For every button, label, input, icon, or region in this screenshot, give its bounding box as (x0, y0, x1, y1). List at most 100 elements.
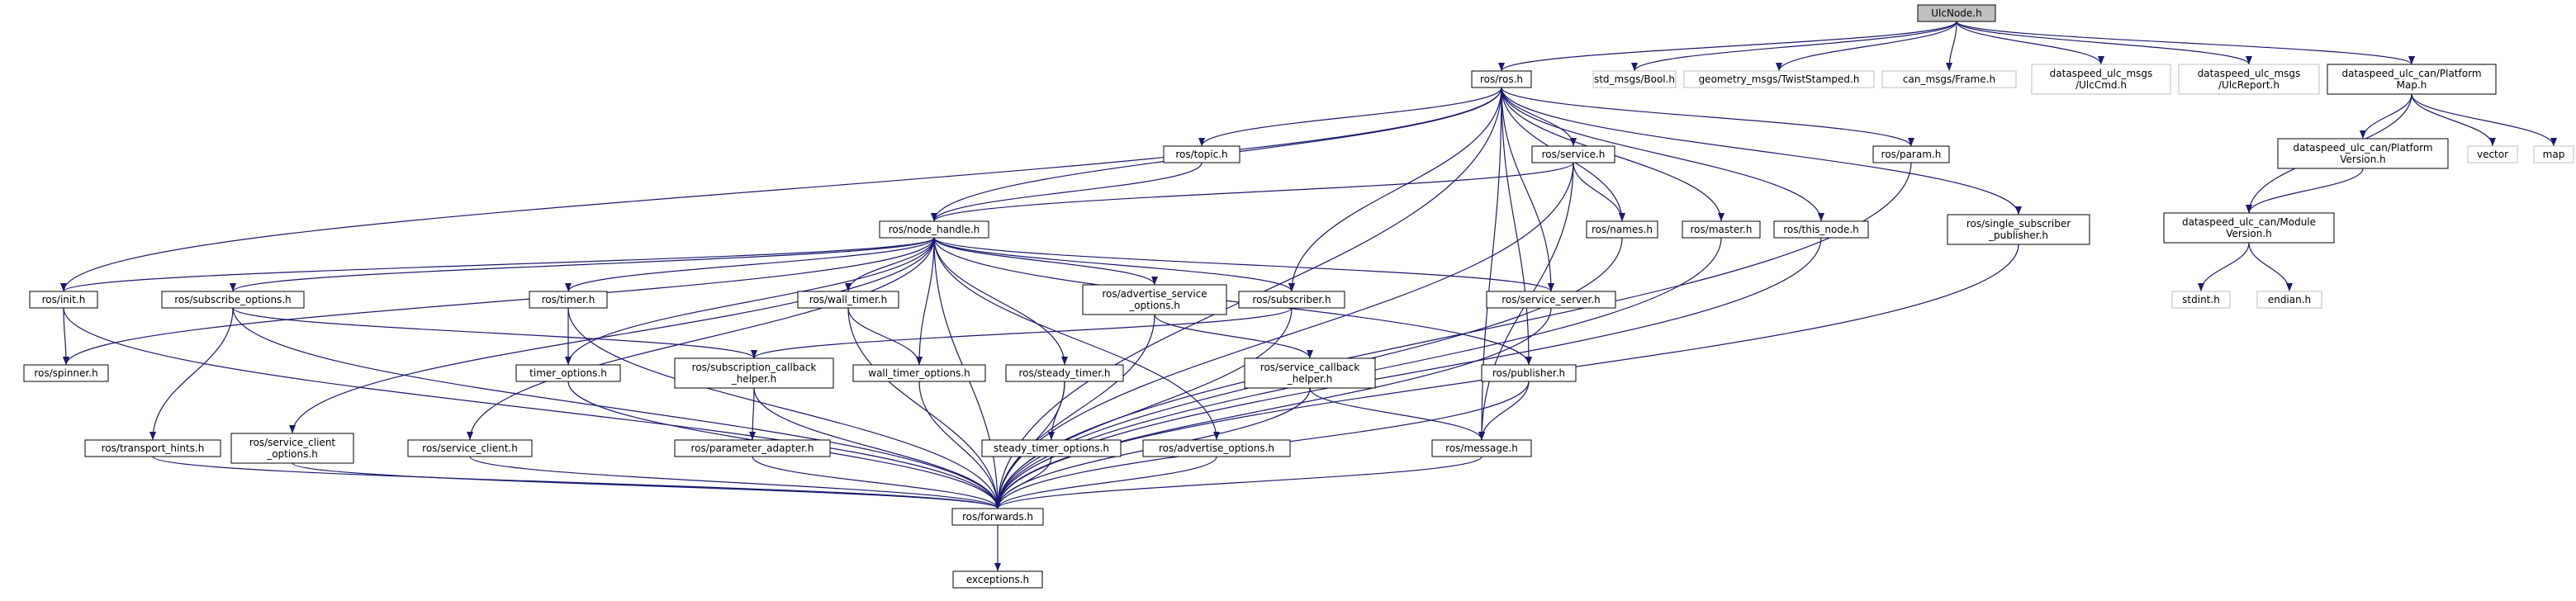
node-srvclient-box (407, 439, 533, 457)
edge-init-to-spinner (62, 307, 69, 366)
edge-nodehandle-to-srvclientopts (289, 237, 935, 434)
edge-thisnode-to-forwards (994, 237, 1822, 509)
node-twist-label-line-0: geometry_msgs/TwistStamped.h (1699, 73, 1860, 85)
node-timeropts[interactable]: timer_options.h (515, 364, 621, 382)
node-ros-box (1471, 70, 1532, 88)
node-walltimer[interactable]: ros/wall_timer.h (797, 291, 899, 309)
node-twist: geometry_msgs/TwistStamped.h (1683, 70, 1875, 88)
edge-subopts-to-subcbhelper (232, 307, 757, 359)
node-paramadapter[interactable]: ros/parameter_adapter.h (674, 439, 831, 457)
node-stdint: stdint.h (2171, 291, 2231, 309)
node-walltimeropts-label-line-0: wall_timer_options.h (868, 367, 970, 379)
node-ros[interactable]: ros/ros.h (1471, 70, 1532, 88)
node-stdint-box (2171, 291, 2231, 309)
node-master-box (1682, 220, 1761, 239)
node-nodehandle[interactable]: ros/node_handle.h (879, 220, 989, 239)
node-timer[interactable]: ros/timer.h (529, 291, 608, 309)
edge-topic-to-nodehandle (931, 162, 1203, 222)
node-publisher[interactable]: ros/publisher.h (1481, 364, 1577, 382)
node-thisnode[interactable]: ros/this_node.h (1773, 220, 1869, 239)
node-steadytimer[interactable]: ros/steady_timer.h (1005, 364, 1124, 382)
node-transport[interactable]: ros/transport_hints.h (84, 439, 221, 457)
node-srvserver-box (1486, 291, 1616, 309)
node-forwards[interactable]: ros/forwards.h (951, 508, 1044, 526)
node-spinner[interactable]: ros/spinner.h (23, 364, 109, 382)
node-transport-box (84, 439, 221, 457)
node-advsrvopts-box (1082, 284, 1227, 315)
node-ulccmd: dataspeed_ulc_msgs/UlcCmd.h (2031, 64, 2171, 95)
edge-subcbhelper-to-paramadapter (749, 387, 757, 441)
node-srvserver-label-line-0: ros/service_server.h (1501, 294, 1601, 305)
node-vector-label-line-0: vector (2477, 149, 2508, 160)
node-srvclientopts-box (230, 433, 354, 464)
node-platver-label-line-0: dataspeed_ulc_can/Platform (2293, 142, 2432, 154)
edge-nodehandle-to-steadytimer (933, 237, 1068, 366)
node-singlesub[interactable]: ros/single_subscriber_publisher.h (1947, 214, 2090, 245)
node-walltimeropts[interactable]: wall_timer_options.h (852, 364, 986, 382)
node-steadytimeropts-box (981, 439, 1122, 457)
node-srvcbhelper-label-line-0: ros/service_callback (1260, 362, 1359, 373)
node-param-label-line-0: ros/param.h (1881, 149, 1942, 160)
node-steadytimeropts[interactable]: steady_timer_options.h (981, 439, 1122, 457)
edge-ros-to-subscriber (1288, 87, 1502, 292)
node-ulcreport-label-line-1: /UlcReport.h (2218, 79, 2279, 91)
node-bool-box (1592, 70, 1677, 88)
edge-nodehandle-to-srvserver (933, 237, 1554, 292)
edge-ros-to-param (1501, 87, 1914, 147)
edge-ros-to-service (1501, 87, 1577, 147)
node-param[interactable]: ros/param.h (1872, 145, 1950, 163)
node-topic-label-line-0: ros/topic.h (1175, 149, 1227, 160)
edge-timer-to-forwards (567, 307, 1001, 509)
node-srvcbhelper-box (1244, 357, 1376, 389)
node-endian-box (2256, 291, 2322, 309)
node-message[interactable]: ros/message.h (1431, 439, 1532, 457)
node-subopts[interactable]: ros/subscribe_options.h (161, 291, 305, 309)
node-frame-label-line-0: can_msgs/Frame.h (1903, 73, 1995, 85)
node-service[interactable]: ros/service.h (1531, 145, 1615, 163)
node-master[interactable]: ros/master.h (1682, 220, 1761, 239)
node-subscriber[interactable]: ros/subscriber.h (1238, 291, 1345, 309)
edge-ulcnode-to-bool (1631, 21, 1957, 72)
node-advsrvopts[interactable]: ros/advertise_service_options.h (1082, 284, 1227, 315)
node-publisher-box (1481, 364, 1577, 382)
node-exceptions[interactable]: exceptions.h (952, 570, 1043, 589)
node-singlesub-label-line-1: _publisher.h (1988, 230, 2048, 241)
node-srvclient[interactable]: ros/service_client.h (407, 439, 533, 457)
node-ulcreport: dataspeed_ulc_msgs/UlcReport.h (2178, 64, 2320, 95)
node-platver-box (2277, 138, 2449, 169)
edge-nodehandle-to-timer (565, 237, 935, 292)
node-steadytimer-box (1005, 364, 1124, 382)
node-names[interactable]: ros/names.h (1586, 220, 1658, 239)
node-service-box (1531, 145, 1615, 163)
node-srvclientopts[interactable]: ros/service_client_options.h (230, 433, 354, 464)
node-srvserver[interactable]: ros/service_server.h (1486, 291, 1616, 309)
node-srvclientopts-label-line-0: ros/service_client (249, 437, 336, 448)
edge-ros-to-srvserver (1501, 87, 1554, 292)
node-thisnode-box (1773, 220, 1869, 239)
node-advopts[interactable]: ros/advertise_options.h (1142, 439, 1291, 457)
node-init-label-line-0: ros/init.h (42, 294, 86, 305)
node-init[interactable]: ros/init.h (29, 291, 98, 309)
node-subcbhelper[interactable]: ros/subscription_callback_helper.h (674, 357, 834, 389)
edge-init-to-forwards (63, 307, 1001, 509)
node-topic[interactable]: ros/topic.h (1163, 145, 1241, 163)
edge-service-to-nodehandle (931, 162, 1574, 222)
node-srvcbhelper[interactable]: ros/service_callback_helper.h (1244, 357, 1376, 389)
node-walltimer-label-line-0: ros/wall_timer.h (809, 294, 888, 305)
node-vector: vector (2467, 145, 2518, 163)
node-exceptions-label-line-0: exceptions.h (966, 574, 1029, 585)
edge-walltimeropts-to-forwards (918, 381, 1001, 509)
edge-nodehandle-to-advsrvopts (933, 237, 1158, 286)
node-steadytimeropts-label-line-0: steady_timer_options.h (994, 442, 1109, 454)
edge-subscriber-to-subcbhelper (751, 307, 1293, 359)
edge-subcbhelper-to-forwards (753, 387, 1001, 509)
node-ulcnode[interactable]: UlcNode.h (1917, 4, 1996, 22)
node-subcbhelper-label-line-1: _helper.h (731, 373, 777, 385)
node-platmap-label-line-1: Map.h (2397, 79, 2427, 91)
node-publisher-label-line-0: ros/publisher.h (1492, 367, 1565, 379)
